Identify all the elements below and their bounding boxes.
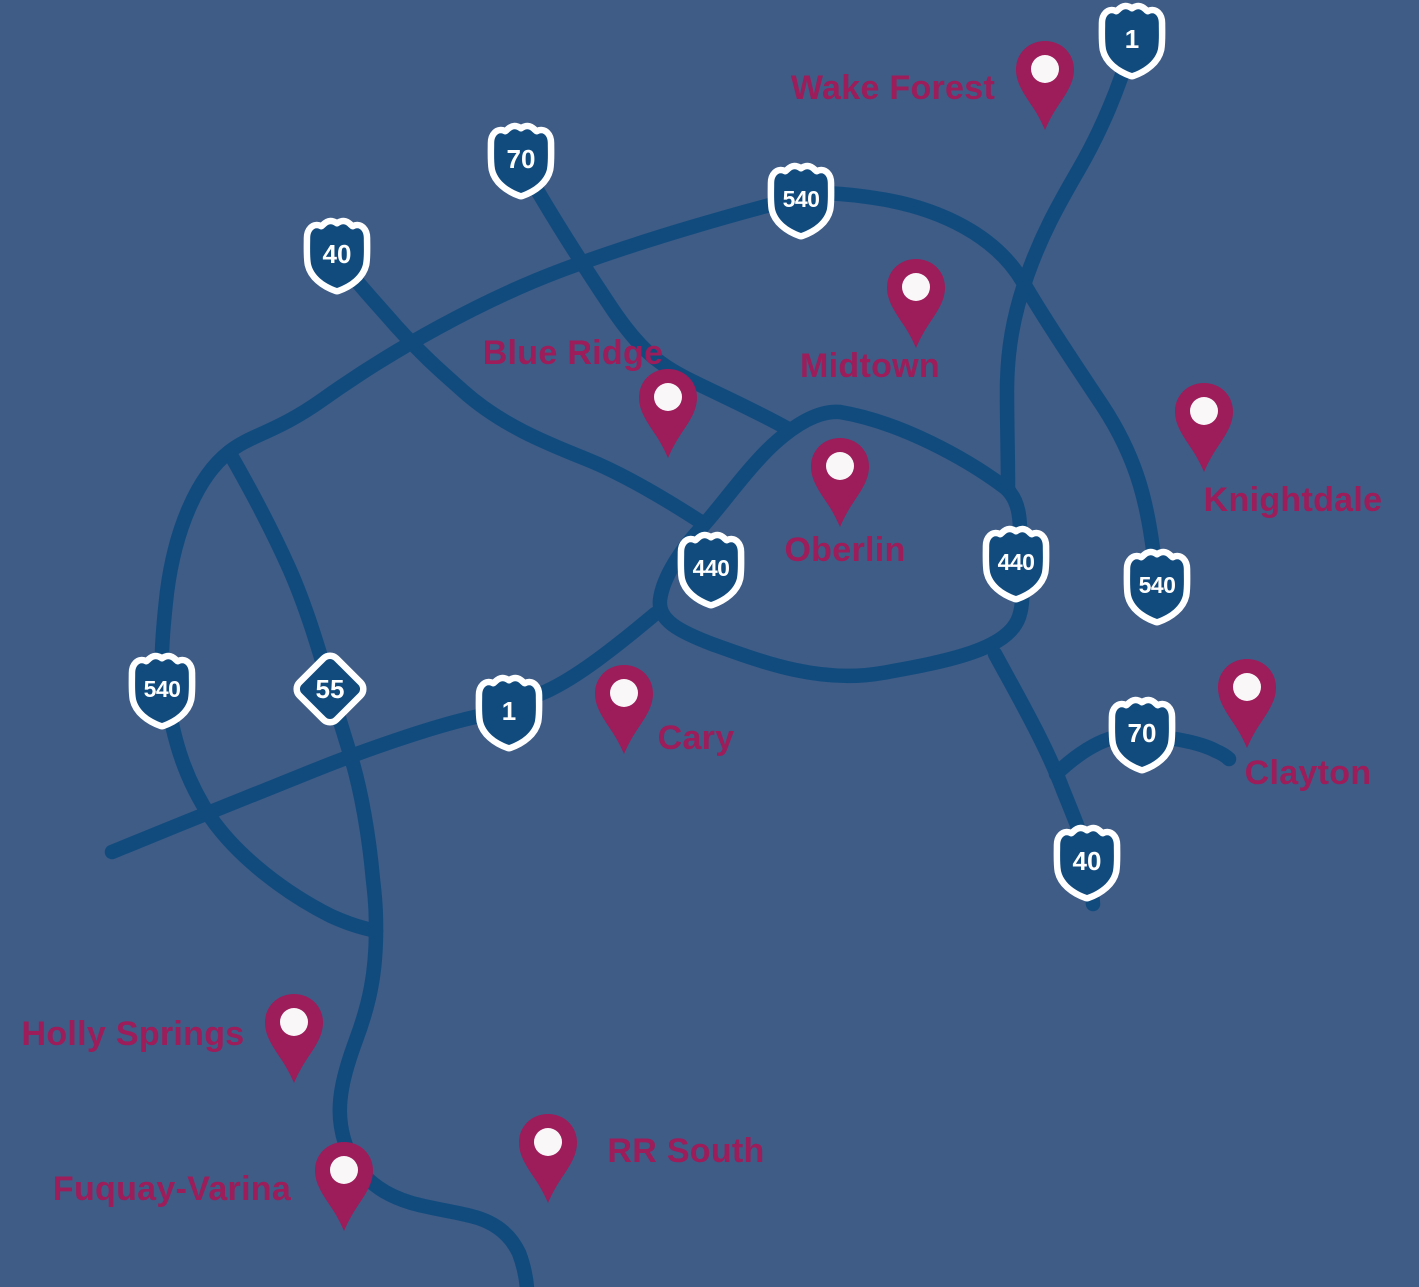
road-network [104, 38, 1237, 1287]
label-rr-south: RR South [607, 1132, 764, 1170]
route-number: 40 [323, 239, 352, 269]
route-shield-i-540-east: 540 [1123, 548, 1191, 626]
map-pin-knightdale[interactable] [1175, 383, 1233, 472]
label-cary: Cary [658, 719, 735, 757]
pin-icon [639, 369, 697, 458]
route-number: 70 [507, 144, 536, 174]
road-us-1-southwest [104, 606, 663, 860]
us-route-shield-icon [303, 217, 371, 295]
pin-dot [1233, 673, 1261, 701]
route-number: 540 [144, 676, 181, 702]
pin-icon [1016, 41, 1074, 130]
location-pins [265, 41, 1276, 1231]
pin-dot [280, 1008, 308, 1036]
road-us-1-north [999, 38, 1139, 496]
route-number: 55 [316, 674, 345, 704]
pin-icon [315, 1142, 373, 1231]
map-pin-fuquay-varina[interactable] [315, 1142, 373, 1231]
us-route-shield-icon [1053, 824, 1121, 902]
map-pin-clayton[interactable] [1218, 659, 1276, 748]
route-shield-us-70-southeast: 70 [1108, 696, 1176, 774]
pin-dot [534, 1128, 562, 1156]
pin-icon [1218, 659, 1276, 748]
map-pin-midtown[interactable] [887, 259, 945, 348]
route-number: 1 [1125, 24, 1139, 54]
label-fuquay-varina: Fuquay-Varina [53, 1170, 292, 1208]
road-440-beltline [652, 404, 1030, 684]
route-shield-i-40-southeast: 40 [1053, 824, 1121, 902]
us-route-shield-icon [475, 674, 543, 752]
map-pin-blue-ridge[interactable] [639, 369, 697, 458]
label-clayton: Clayton [1245, 754, 1372, 792]
map-pin-wake-forest[interactable] [1016, 41, 1074, 130]
road-i-40-northwest [329, 249, 712, 532]
route-shield-i-40-northwest: 40 [303, 217, 371, 295]
road-nc-55 [221, 444, 535, 1287]
route-number: 70 [1128, 718, 1157, 748]
us-route-shield-icon [1108, 696, 1176, 774]
route-number: 40 [1073, 846, 1102, 876]
pin-dot [826, 452, 854, 480]
us-route-shield-icon [128, 652, 196, 730]
route-shield-us-70-northwest: 70 [487, 122, 555, 200]
diamond-shield-icon [293, 652, 367, 726]
route-shield-us-1-north: 1 [1098, 2, 1166, 80]
route-shield-us-1-cary: 1 [475, 674, 543, 752]
pin-icon [519, 1114, 577, 1203]
us-route-shield-icon [982, 525, 1050, 603]
map-pin-rr-south[interactable] [519, 1114, 577, 1203]
route-shields: 1 70 40 540 540 55 1 440 [128, 2, 1191, 902]
route-shield-i-440-east: 440 [982, 525, 1050, 603]
road-us-70-northwest [513, 154, 798, 438]
us-route-shield-icon [767, 162, 835, 240]
us-route-shield-icon [487, 122, 555, 200]
pin-icon [887, 259, 945, 348]
route-shield-i-440-west: 440 [677, 531, 745, 609]
us-route-shield-icon [1123, 548, 1191, 626]
us-route-shield-icon [1098, 2, 1166, 80]
route-number: 540 [783, 186, 820, 212]
route-shield-i-540-west: 540 [128, 652, 196, 730]
label-midtown: Midtown [800, 347, 940, 385]
us-route-shield-icon [677, 531, 745, 609]
label-oberlin: Oberlin [784, 531, 905, 569]
location-labels: Wake Forest Midtown Blue Ridge Oberlin K… [21, 69, 1382, 1208]
pin-dot [1031, 55, 1059, 83]
map-pin-oberlin[interactable] [811, 438, 869, 527]
label-holly-springs: Holly Springs [21, 1015, 244, 1053]
pin-dot [1190, 397, 1218, 425]
route-shield-nc-55: 55 [293, 652, 367, 726]
route-number: 440 [998, 549, 1035, 575]
pin-dot [654, 383, 682, 411]
pin-dot [330, 1156, 358, 1184]
pin-icon [811, 438, 869, 527]
map-pin-holly-springs[interactable] [265, 994, 323, 1083]
pin-icon [265, 994, 323, 1083]
label-blue-ridge: Blue Ridge [483, 334, 664, 372]
map-pin-cary[interactable] [595, 665, 653, 754]
route-number: 540 [1139, 572, 1176, 598]
label-knightdale: Knightdale [1204, 481, 1383, 519]
pin-icon [595, 665, 653, 754]
pin-icon [1175, 383, 1233, 472]
pin-dot [610, 679, 638, 707]
route-shield-i-540-north: 540 [767, 162, 835, 240]
route-number: 440 [693, 555, 730, 581]
route-number: 1 [502, 696, 516, 726]
label-wake-forest: Wake Forest [791, 69, 995, 107]
pin-dot [902, 273, 930, 301]
